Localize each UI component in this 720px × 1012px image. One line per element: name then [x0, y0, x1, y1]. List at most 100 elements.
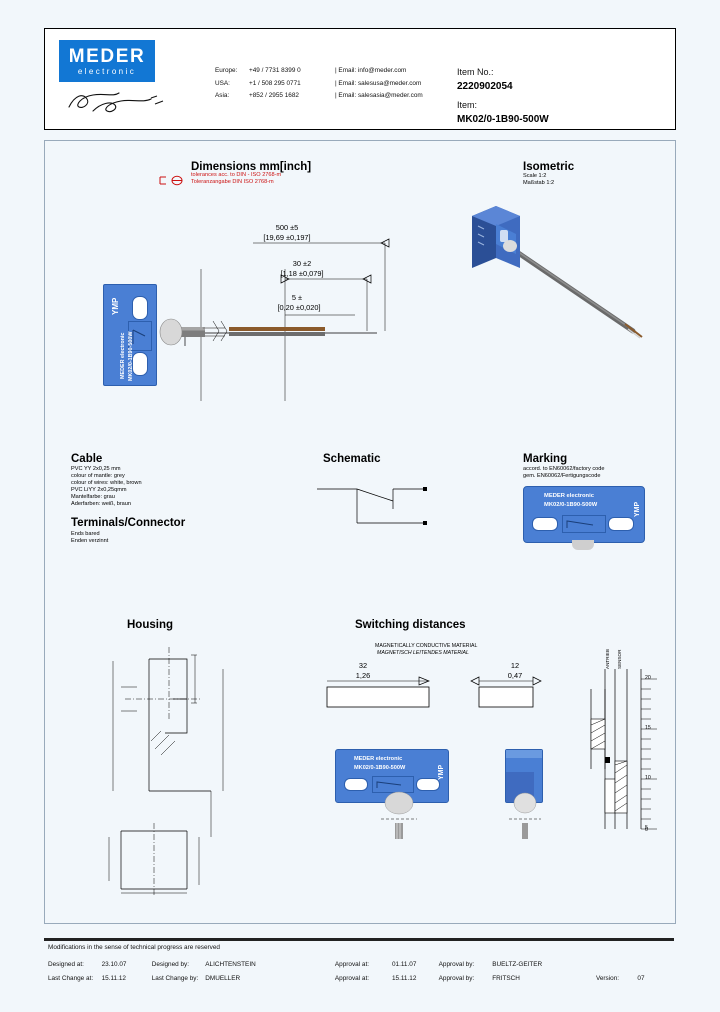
last-change-by-label: Last Change by: — [151, 974, 199, 982]
sensor-label-line1: MEDER electronic — [120, 332, 126, 379]
switching-label-side: YMP — [438, 764, 445, 780]
schematic-title: Schematic — [323, 453, 381, 465]
approval-at-value: 15.11.12 — [391, 974, 417, 982]
contact-list: Europe: +49 / 7731 8399 0 | Email: info@… — [215, 65, 450, 103]
measurement-scale — [601, 639, 671, 844]
footer-divider — [44, 938, 674, 941]
contact-row: Europe: +49 / 7731 8399 0 | Email: info@… — [215, 65, 450, 78]
designed-by-value: ALICHTENSTEIN — [205, 960, 256, 968]
dim-mid-in: [1,18 ±0,079] — [280, 269, 324, 278]
terminals-title: Terminals/Connector — [71, 517, 186, 529]
contact-phone: +852 / 2955 1682 — [249, 92, 299, 100]
mounting-hole — [132, 352, 148, 376]
sensor-body-front: MEDER electronic MK02/0-1B90-500W YMP — [103, 284, 157, 386]
marking-note-de: gem. EN60062/Fertigungscode — [523, 473, 601, 479]
approval-by-label: Approval by: — [438, 960, 475, 968]
housing-drawings — [91, 641, 301, 901]
mounting-hole — [132, 296, 148, 320]
contact-region: Asia: — [215, 92, 230, 100]
dim-mid-mm: 30 ±2 — [292, 259, 312, 268]
designed-at-label: Designed at: — [48, 960, 84, 968]
cable-line-3: PVC LiYY 2x0,25qmm — [71, 487, 127, 493]
marking-label-side: YMP — [634, 501, 641, 517]
contact-email: | Email: info@meder.com — [335, 67, 407, 74]
logo-box: MEDER electronic — [59, 40, 155, 82]
marking-note-en: accord. to EN60062/factory code — [523, 466, 605, 472]
dim-small-mm: 5 ± — [291, 293, 303, 302]
switching-dim-left-in: 1,26 — [355, 671, 371, 680]
sensor-label-line2: MK02/0-1B90-500W — [128, 331, 134, 381]
isometric-view — [450, 196, 670, 361]
mounting-hole — [532, 517, 558, 531]
footer-note: Modifications in the sense of technical … — [48, 944, 220, 951]
scale-tick-10: 10 — [645, 775, 651, 781]
terminals-line-1: Enden verzinnt — [71, 538, 109, 544]
dimensions-title: Dimensions mm[inch] — [191, 161, 312, 173]
switching-label-line2: MK02/0-1B90-500W — [354, 765, 406, 771]
contact-email: | Email: salesusa@meder.com — [335, 79, 422, 87]
marking-label-line1: MEDER electronic — [544, 493, 594, 499]
switching-cable-side — [507, 792, 543, 846]
contact-row: Asia: +852 / 2955 1682 | Email: salesasi… — [215, 90, 450, 103]
header-panel: MEDER electronic Europe: +49 / 7731 8399… — [44, 28, 676, 130]
front-view-assembly — [103, 271, 353, 406]
isometric-scale-de: Maßstab 1:2 — [523, 180, 555, 186]
housing-title: Housing — [127, 619, 173, 631]
schematic-diagram — [315, 479, 435, 536]
scale-tick-0: 0 — [645, 827, 648, 833]
sensor-label-side: YMP — [111, 297, 120, 315]
material-note-de: MAGNETISCH LEITENDES MATERIAL — [377, 650, 469, 656]
footer-row: Last Change at: 15.11.12 Last Change by:… — [48, 971, 672, 985]
item-identification: Item No.: 2220902054 Item: MK02/0-1B90-5… — [457, 65, 549, 131]
scale-tick-20: 20 — [645, 675, 651, 681]
scale-tick-15: 15 — [645, 725, 651, 731]
last-change-by-value: DMUELLER — [205, 974, 241, 982]
logo-wordmark: MEDER — [68, 45, 146, 67]
scale-legend-a: ANTRIEB — [605, 649, 610, 669]
isometric-scale-en: Scale 1:2 — [523, 173, 547, 179]
footer-row: Designed at: 23.10.07 Designed by: ALICH… — [48, 957, 672, 971]
contact-email: | Email: salesasia@meder.com — [335, 92, 423, 100]
designed-by-label: Designed by: — [151, 960, 190, 968]
tolerance-note-en: tolerances acc. to DIN - ISO 2768-m — [191, 172, 282, 178]
cable-line-4: Mantelfarbe: grau — [71, 494, 115, 500]
isometric-title: Isometric — [523, 161, 575, 173]
cable-title: Cable — [71, 453, 103, 465]
switching-label-line1: MEDER electronic — [354, 756, 403, 762]
item-label: Item: — [457, 100, 478, 110]
switching-dim-left-mm: 32 — [358, 661, 368, 670]
contact-region: USA: — [215, 79, 230, 87]
drawing-frame: Dimensions mm[inch] tolerances acc. to D… — [44, 140, 676, 924]
scale-tick-5: 5 — [645, 825, 648, 831]
tolerance-note-de: Toleranzangabe DIN ISO 2768-m — [191, 179, 274, 185]
cable-line-1: colour of mantle: grey — [71, 473, 125, 479]
contact-symbol-area — [372, 776, 414, 793]
switching-sensor-body: MEDER electronic MK02/0-1B90-500W YMP — [335, 749, 449, 803]
marking-title: Marking — [523, 453, 568, 465]
marking-sensor-body: MEDER electronic MK02/0-1B90-500W YMP — [523, 486, 645, 550]
dim-small-in: [0,20 ±0,020] — [277, 303, 321, 312]
approval-at-label: Approval at: — [334, 960, 370, 968]
approval-by-label: Approval by: — [438, 974, 475, 982]
dim-length-in: [19,69 ±0,197] — [263, 233, 311, 242]
cable-line-5: Aderfarben: weiß, braun — [71, 501, 132, 507]
version-label: Version: — [595, 974, 620, 982]
contact-row: USA: +1 / 508 295 0771 | Email: salesusa… — [215, 78, 450, 91]
switching-dim-right-mm: 12 — [510, 661, 520, 670]
last-change-at-label: Last Change at: — [48, 974, 94, 982]
material-note-en: MAGNETICALLY CONDUCTIVE MATERIAL — [375, 643, 478, 649]
switching-diagram-top — [307, 676, 577, 718]
dim-length-mm: 500 ±5 — [275, 223, 299, 232]
scale-legend-b: SENSOR — [617, 649, 622, 669]
footer-table: Designed at: 23.10.07 Designed by: ALICH… — [48, 957, 672, 985]
mounting-hole — [608, 517, 634, 531]
approval-at-label: Approval at: — [334, 974, 370, 982]
switching-title: Switching distances — [355, 619, 466, 631]
switching-cable-front — [379, 791, 419, 846]
contact-region: Europe: — [215, 67, 238, 74]
last-change-at-value: 15.11.12 — [101, 974, 126, 982]
mounting-hole — [416, 778, 440, 791]
contact-phone: +1 / 508 295 0771 — [249, 79, 301, 87]
approval-at-value: 01.11.07 — [391, 960, 417, 968]
